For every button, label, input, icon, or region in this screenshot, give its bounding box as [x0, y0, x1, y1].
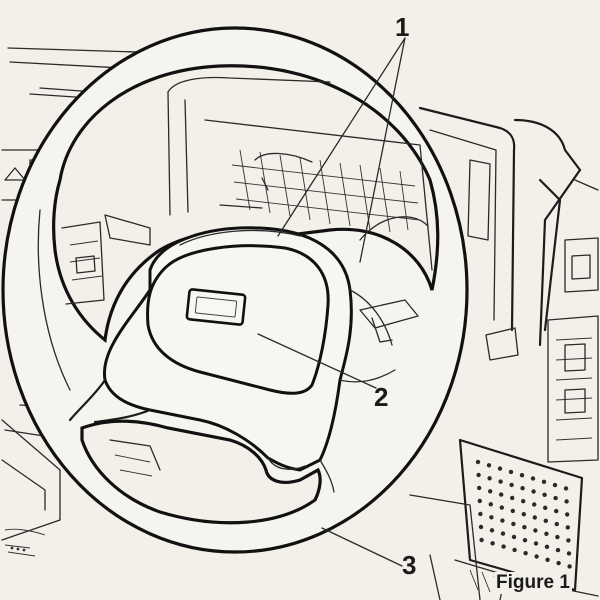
speaker-hole: [530, 476, 536, 481]
speaker-hole: [554, 508, 559, 514]
speaker-hole: [556, 560, 561, 566]
speaker-hole: [554, 521, 559, 527]
speaker-hole: [533, 541, 539, 546]
speaker-hole: [523, 551, 528, 556]
speaker-hole: [479, 537, 484, 543]
speaker-hole: [566, 538, 571, 543]
srs-emblem: [185, 288, 247, 326]
speaker-hole: [565, 512, 570, 517]
speaker-hole: [542, 492, 547, 497]
speaker-hole: [488, 502, 493, 507]
speaker-hole: [543, 518, 548, 523]
leader-3: [321, 527, 403, 567]
speaker-hole: [476, 472, 481, 478]
speaker-hole: [490, 541, 495, 546]
speaker-hole: [522, 538, 528, 543]
speaker-hole: [519, 473, 525, 478]
speaker-hole: [532, 502, 537, 507]
speaker-hole: [488, 489, 493, 494]
speaker-hole: [520, 486, 525, 491]
speaker-hole: [521, 499, 526, 504]
speaker-hole: [521, 512, 526, 517]
speaker-hole: [511, 521, 516, 527]
speaker-hole: [510, 508, 515, 514]
speaker-hole: [498, 479, 503, 484]
callout-3: 3: [402, 550, 417, 580]
speaker-hole: [511, 534, 517, 540]
speaker-hole: [510, 495, 515, 501]
speaker-hole: [512, 547, 517, 553]
speaker-hole: [478, 524, 484, 530]
leader-1a: [277, 37, 406, 237]
figure-caption: Figure 1: [494, 572, 572, 594]
speaker-hole: [500, 531, 506, 536]
speaker-hole: [478, 511, 483, 517]
speaker-hole: [534, 554, 539, 559]
speaker-hole: [499, 492, 504, 497]
speaker-hole: [531, 489, 536, 494]
speaker-hole: [489, 515, 494, 520]
leader-lines: [257, 37, 406, 567]
wheel-upper-opening: [52, 64, 440, 344]
speaker-hole: [565, 525, 570, 530]
speaker-hole: [499, 505, 504, 510]
speaker-hole: [566, 551, 572, 556]
speaker-hole: [497, 466, 503, 471]
speaker-hole: [555, 534, 560, 540]
speaker-hole: [477, 498, 482, 504]
speaker-hole: [487, 476, 492, 481]
wheel-lower-opening: [80, 419, 322, 525]
speaker-hole: [500, 518, 505, 523]
speaker-hole: [552, 482, 558, 488]
speaker-hole: [564, 499, 569, 504]
speaker-hole: [532, 515, 537, 520]
speaker-hole: [501, 544, 506, 549]
speaker-hole: [475, 459, 481, 465]
callout-1: 1: [395, 12, 410, 42]
speaker-hole: [553, 495, 558, 501]
speaker-hole: [563, 486, 569, 491]
speaker-hole: [555, 547, 561, 553]
speaker-hole: [544, 531, 549, 536]
speaker-grille: [475, 459, 572, 569]
speaker-hole: [477, 485, 482, 491]
speaker-hole: [489, 528, 495, 533]
speaker-hole: [545, 557, 550, 562]
speaker-hole: [533, 528, 538, 533]
speaker-hole: [543, 505, 548, 510]
leader-2: [257, 333, 377, 389]
speaker-hole: [522, 525, 527, 530]
speaker-hole: [486, 463, 492, 468]
speaker-hole: [567, 564, 572, 569]
speaker-hole: [541, 479, 547, 484]
speaker-hole: [508, 469, 514, 475]
speaker-hole: [509, 482, 514, 488]
speaker-hole: [544, 544, 550, 549]
leader-1b: [359, 37, 406, 263]
steering-wheel: [1, 26, 469, 554]
callout-2: 2: [374, 382, 389, 412]
